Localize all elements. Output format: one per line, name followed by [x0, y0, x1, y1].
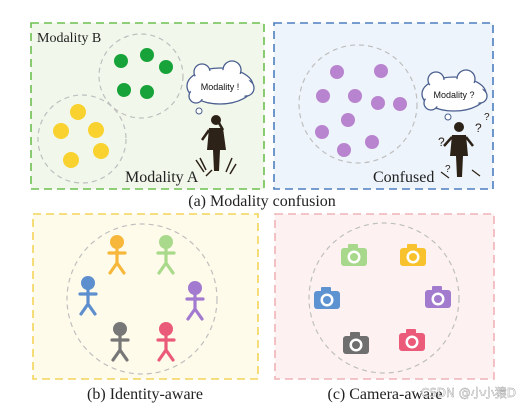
modality-b-dot	[140, 85, 154, 99]
modality-a-label: Modality A	[125, 169, 199, 186]
modality-a-dot	[53, 123, 69, 139]
svg-text:?: ?	[445, 164, 451, 175]
confused-dot	[371, 96, 385, 110]
confused-dot	[316, 89, 330, 103]
modality-a-dot	[70, 104, 86, 120]
panel-modality-confusion: Modality B Modality A Modal	[30, 22, 265, 190]
confused-cluster	[298, 44, 418, 164]
confused-dots	[315, 64, 407, 157]
camera-icon	[341, 244, 367, 266]
panel-confused: Confused Modality ? ? ? ? ?	[273, 22, 494, 190]
modality-b-dot	[159, 60, 173, 74]
modality-b-cluster	[98, 33, 184, 119]
thought-bubble-confused: Modality ?	[421, 69, 488, 121]
confused-dot	[365, 135, 379, 149]
caption-camera-aware: (c) Camera-aware	[327, 386, 442, 403]
camera-cluster	[308, 222, 460, 374]
confused-person-icon: ? ? ? ?	[438, 112, 490, 179]
camera-icon	[343, 332, 369, 354]
modality-a-dot	[88, 122, 104, 138]
modality-b-label: Modality B	[37, 31, 101, 46]
confused-label: Confused	[373, 169, 434, 186]
thought-bubble-modality: Modality !	[186, 60, 255, 115]
thought-bubble-text: Modality !	[201, 82, 240, 92]
caption-modality-confusion: (a) Modality confusion	[188, 193, 336, 210]
panel-b-frame	[32, 213, 259, 380]
caption-identity-aware: (b) Identity-aware	[87, 386, 203, 403]
panel-c-frame	[274, 213, 495, 380]
svg-text:?: ?	[438, 135, 445, 149]
modality-a-dot	[93, 143, 109, 159]
panel-camera-aware	[274, 213, 495, 380]
confused-dot	[374, 64, 388, 78]
camera-icon	[425, 286, 451, 308]
confused-dot	[393, 97, 407, 111]
modality-b-dot	[114, 54, 128, 68]
confused-dot	[348, 89, 362, 103]
person-icon	[156, 235, 176, 275]
modality-b-dot	[140, 48, 154, 62]
svg-text:?: ?	[484, 112, 490, 123]
camera-icon	[314, 287, 340, 309]
thinking-person-icon	[195, 115, 237, 177]
modality-a-dot	[63, 152, 79, 168]
person-icon	[156, 322, 176, 362]
identity-cluster	[66, 223, 218, 375]
modality-b-dot	[117, 83, 131, 97]
confused-dot	[330, 65, 344, 79]
camera-icon	[400, 244, 426, 266]
person-icon	[110, 322, 130, 362]
person-icon	[185, 281, 205, 321]
modality-b-dots	[114, 48, 173, 99]
modality-a-dots	[53, 104, 109, 168]
person-icon	[78, 276, 98, 316]
panel-identity-aware	[32, 213, 259, 380]
confused-dot	[337, 143, 351, 157]
person-icon	[107, 235, 127, 275]
svg-text:?: ?	[475, 121, 482, 135]
camera-icon	[399, 329, 425, 351]
modality-a-cluster	[37, 94, 127, 184]
thought-bubble-confused-text: Modality ?	[433, 90, 474, 100]
watermark: CSDN @小小猿D	[421, 385, 516, 400]
confused-dot	[315, 125, 329, 139]
confused-dot	[341, 113, 355, 127]
